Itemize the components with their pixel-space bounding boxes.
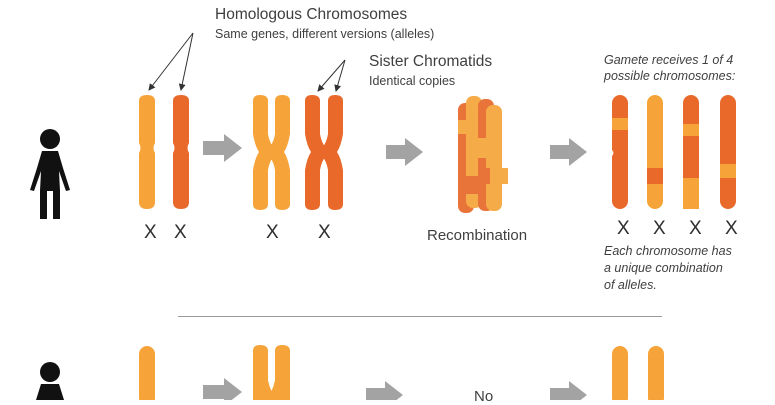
arrow-right-icon <box>366 381 403 400</box>
person-icon <box>30 129 70 219</box>
chromosome-icon <box>647 95 663 209</box>
x-mark: X <box>653 218 666 239</box>
no-recombination-label: No <box>474 388 494 405</box>
each-caption-line2: a unique combination <box>604 261 723 275</box>
arrow-right-icon <box>550 138 587 166</box>
homologous-title: Homologous Chromosomes <box>215 6 408 23</box>
section-divider <box>178 316 662 317</box>
x-mark: X <box>617 218 630 239</box>
gamete-caption-line2: possible chromosomes: <box>604 69 736 83</box>
chromosome-icon <box>612 346 628 400</box>
sister-title: Sister Chromatids <box>369 53 493 70</box>
person-icon <box>36 362 64 400</box>
x-mark: X <box>689 218 702 239</box>
chromosome-icon <box>648 346 664 400</box>
chromosome-icon <box>612 95 628 209</box>
chromosome-icon <box>173 95 189 209</box>
x-mark: X <box>174 222 187 243</box>
arrow-right-icon <box>550 381 587 400</box>
chromosome-icon <box>458 96 508 213</box>
recombination-label: Recombination <box>427 227 528 244</box>
x-mark: X <box>144 222 157 243</box>
homologous-pointer-lines <box>148 32 194 91</box>
x-mark: X <box>318 222 331 243</box>
sister-subtitle: Identical copies <box>369 74 456 88</box>
chromosome-icon <box>253 95 290 210</box>
chromosome-icon <box>253 345 290 400</box>
arrow-right-icon <box>203 134 242 162</box>
each-caption-line1: Each chromosome has <box>604 244 732 258</box>
arrow-right-icon <box>203 378 242 400</box>
chromosome-icon <box>305 95 343 210</box>
gamete-caption-line1: Gamete receives 1 of 4 <box>604 53 734 67</box>
sister-pointer-lines <box>317 59 346 92</box>
chromosome-icon <box>720 95 736 209</box>
chromosome-icon <box>139 346 155 400</box>
x-mark: X <box>725 218 738 239</box>
chromosome-icon <box>139 95 155 209</box>
each-caption-line3: of alleles. <box>604 278 657 292</box>
x-mark: X <box>266 222 279 243</box>
chromosome-icon <box>683 95 699 209</box>
homologous-subtitle: Same genes, different versions (alleles) <box>215 27 435 41</box>
arrow-right-icon <box>386 138 423 166</box>
